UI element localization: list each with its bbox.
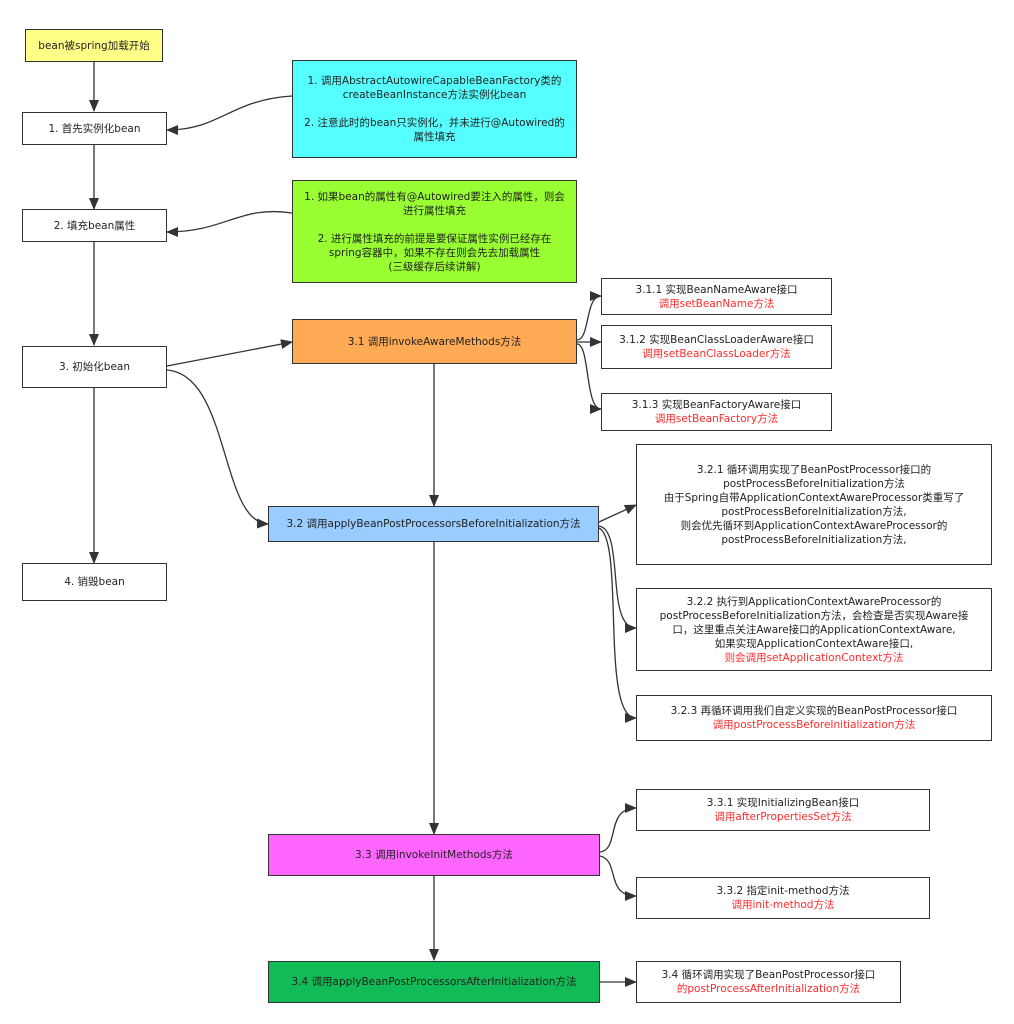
- node-text-line: 3.2.1 循环调用实现了BeanPostProcessor接口的: [696, 463, 932, 476]
- node-text-line: 则会优先循环到ApplicationContextAwareProcessor的: [680, 519, 948, 532]
- method-call-text: 调用postProcessBeforeInitialization方法: [712, 719, 916, 731]
- arrow-s32-to-s321: [598, 504, 637, 523]
- node-text-line: 由于Spring自带ApplicationContextAwareProcess…: [663, 491, 965, 504]
- arrow-s31-to-s313: [576, 343, 602, 414]
- arrow-note2-to-step2: [166, 210, 293, 237]
- node-text-line: 3.2.3 再循环调用我们自定义实现的BeanPostProcessor接口: [670, 705, 958, 717]
- node-text-line: 如果实现ApplicationContextAware接口,: [714, 637, 914, 650]
- node-text-line: 3.3 调用invokeInitMethods方法: [354, 849, 514, 861]
- arrow-s33-to-s332: [599, 855, 637, 901]
- node-text-line: 2. 进行属性填充的前提是要保证属性实例已经存在: [317, 232, 552, 245]
- method-call-text: 调用setBeanFactory方法: [654, 413, 779, 425]
- step33-invoke-init-node: 3.3 调用invokeInitMethods方法: [268, 834, 600, 876]
- method-call-text: 调用setBeanClassLoader方法: [642, 348, 791, 360]
- node-text-line: [433, 102, 436, 116]
- node-text-line: createBeanInstance方法实例化bean: [342, 89, 527, 101]
- node-text-line: 3.1.3 实现BeanFactoryAware接口: [631, 399, 802, 411]
- method-call-text: 的postProcessAfterInitialization方法: [676, 983, 861, 995]
- method-call-text: 调用afterPropertiesSet方法: [714, 811, 852, 823]
- node-text-line: 属性填充: [413, 131, 456, 143]
- note-instantiate: 1. 调用AbstractAutowireCapableBeanFactory类…: [292, 60, 577, 158]
- node-text-line: 3. 初始化bean: [58, 361, 131, 373]
- arrow-note1-to-step1: [166, 95, 293, 135]
- node-text-line: 3.3.2 指定init-method方法: [716, 885, 850, 897]
- node-text-line: 4. 销毁bean: [64, 576, 125, 588]
- step322-aware-processor-node: 3.2.2 执行到ApplicationContextAwareProcesso…: [636, 588, 992, 671]
- step341-after-init-loop-node: 3.4 循环调用实现了BeanPostProcessor接口的postProce…: [636, 961, 901, 1003]
- node-text-line: 口，这里重点关注Aware接口的ApplicationContextAware,: [672, 623, 956, 636]
- node-text-line: 1. 如果bean的属性有@Autowired要注入的属性，则会: [304, 190, 565, 203]
- step332-init-method-node: 3.3.2 指定init-method方法调用init-method方法: [636, 877, 930, 919]
- step311-bean-name-aware-node: 3.1.1 实现BeanNameAware接口调用setBeanName方法: [601, 278, 832, 315]
- node-text-line: 2. 注意此时的bean只实例化，并未进行@Autowired的: [304, 117, 565, 129]
- step31-invoke-aware-node: 3.1 调用invokeAwareMethods方法: [292, 319, 577, 364]
- node-text-line: postProcessBeforeInitialization方法,: [721, 533, 907, 546]
- arrow-step3-to-s32: [166, 369, 269, 529]
- node-text-line: (三级缓存后续讲解): [388, 260, 481, 273]
- node-text-line: 2. 填充bean属性: [53, 219, 136, 232]
- method-call-text: 则会调用setApplicationContext方法: [724, 651, 904, 664]
- node-text-line: postProcessBeforeInitialization方法，会检查是否实…: [659, 609, 969, 622]
- note-populate: 1. 如果bean的属性有@Autowired要注入的属性，则会进行属性填充 2…: [292, 180, 577, 283]
- node-text-line: spring容器中，如果不存在则会先去加载属性: [328, 246, 541, 259]
- step313-bean-factory-aware-node: 3.1.3 实现BeanFactoryAware接口调用setBeanFacto…: [601, 393, 832, 431]
- step2-populate-node: 2. 填充bean属性: [22, 209, 167, 242]
- arrow-s33-to-s331: [599, 803, 637, 853]
- node-text-line: [433, 218, 436, 232]
- node-text-line: 进行属性填充: [403, 204, 466, 217]
- node-text-line: 3.1.2 实现BeanClassLoaderAware接口: [619, 334, 814, 346]
- arrow-s32-to-s323: [598, 527, 637, 723]
- node-text-line: 3.1 调用invokeAwareMethods方法: [347, 335, 522, 348]
- arrow-s32-to-s322: [598, 525, 637, 633]
- start-node: bean被spring加载开始: [25, 29, 163, 62]
- node-text-line: 1. 调用AbstractAutowireCapableBeanFactory类…: [307, 75, 562, 87]
- step1-instantiate-node: 1. 首先实例化bean: [22, 112, 167, 145]
- node-text-line: 3.3.1 实现InitializingBean接口: [706, 797, 860, 809]
- node-text-line: 3.4 调用applyBeanPostProcessorsAfterInitia…: [291, 976, 577, 988]
- method-call-text: 调用setBeanName方法: [658, 297, 775, 310]
- step3-initialize-node: 3. 初始化bean: [22, 346, 167, 388]
- node-text-line: 3.1.1 实现BeanNameAware接口: [635, 283, 798, 296]
- node-text-line: 1. 首先实例化bean: [48, 122, 141, 135]
- arrow-step3-to-s31: [166, 339, 293, 367]
- method-call-text: 调用init-method方法: [731, 899, 835, 911]
- node-text-line: 3.2 调用applyBeanPostProcessorsBeforeIniti…: [286, 518, 581, 530]
- node-text-line: postProcessBeforeInitialization方法: [723, 477, 905, 490]
- node-text-line: 3.2.2 执行到ApplicationContextAwareProcesso…: [686, 595, 942, 608]
- arrow-s31-to-s311: [576, 291, 602, 341]
- step4-destroy-node: 4. 销毁bean: [22, 563, 167, 601]
- node-text-line: postProcessBeforeInitialization方法,: [721, 505, 907, 518]
- node-text-line: bean被spring加载开始: [38, 39, 150, 52]
- step32-before-init-node: 3.2 调用applyBeanPostProcessorsBeforeIniti…: [268, 506, 599, 542]
- node-text-line: 3.4 循环调用实现了BeanPostProcessor接口: [661, 969, 876, 981]
- step323-custom-postprocessor-node: 3.2.3 再循环调用我们自定义实现的BeanPostProcessor接口调用…: [636, 695, 992, 741]
- step331-initializing-bean-node: 3.3.1 实现InitializingBean接口调用afterPropert…: [636, 789, 930, 831]
- step34-after-init-node: 3.4 调用applyBeanPostProcessorsAfterInitia…: [268, 961, 600, 1003]
- step312-class-loader-aware-node: 3.1.2 实现BeanClassLoaderAware接口调用setBeanC…: [601, 325, 832, 369]
